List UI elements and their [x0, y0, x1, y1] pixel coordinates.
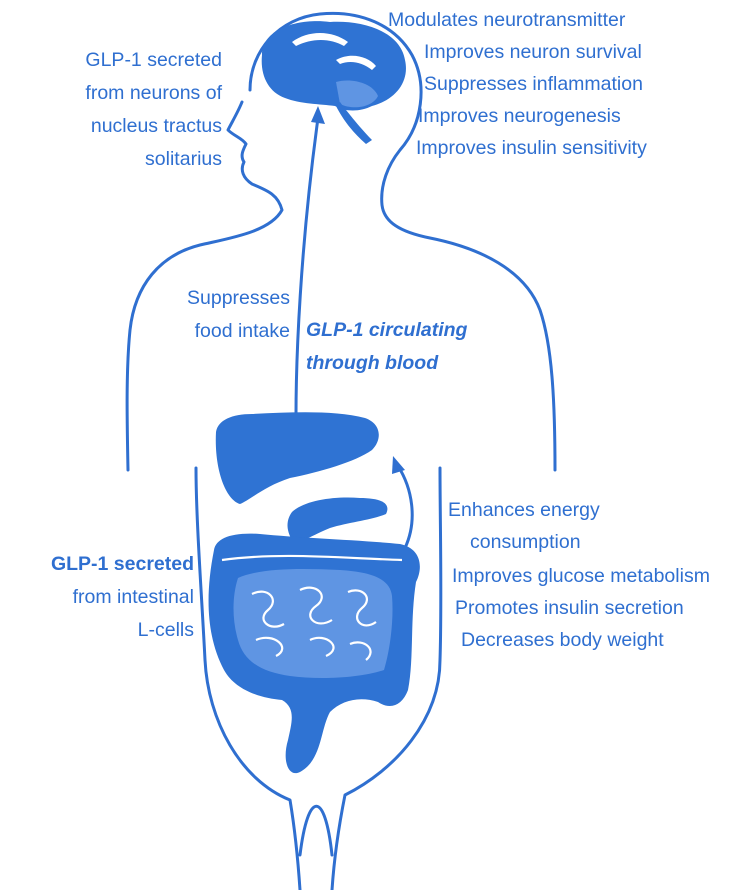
upward-arrow-icon [294, 117, 320, 416]
liver-icon [215, 412, 379, 504]
pancreas-icon [287, 497, 388, 542]
metabolic-effect-3: Improves glucose metabolism [452, 565, 710, 587]
brain-effect-5: Improves insulin sensitivity [416, 137, 647, 159]
brain-icon [261, 21, 406, 144]
metabolic-effect-5: Decreases body weight [461, 629, 664, 651]
appetite-label: Suppresses food intake [187, 287, 290, 342]
brain-effect-3: Suppresses inflammation [424, 73, 643, 95]
circulation-label: GLP-1 circulating through blood [306, 319, 468, 374]
metabolic-effect-2: consumption [470, 531, 581, 553]
brain-source-label: GLP-1 secreted from neurons of nucleus t… [85, 49, 222, 170]
gut-source-label: GLP-1 secreted from intestinal L-cells [50, 553, 194, 641]
brain-effect-4: Improves neurogenesis [418, 105, 621, 127]
brain-effect-2: Improves neuron survival [424, 41, 642, 63]
brain-effect-1: Modulates neurotransmitter [388, 9, 626, 31]
intestine-icon [208, 533, 420, 774]
human-body-outline-icon [125, 11, 557, 890]
metabolic-effect-1: Enhances energy [448, 499, 600, 521]
metabolic-effect-4: Promotes insulin secretion [455, 597, 684, 619]
